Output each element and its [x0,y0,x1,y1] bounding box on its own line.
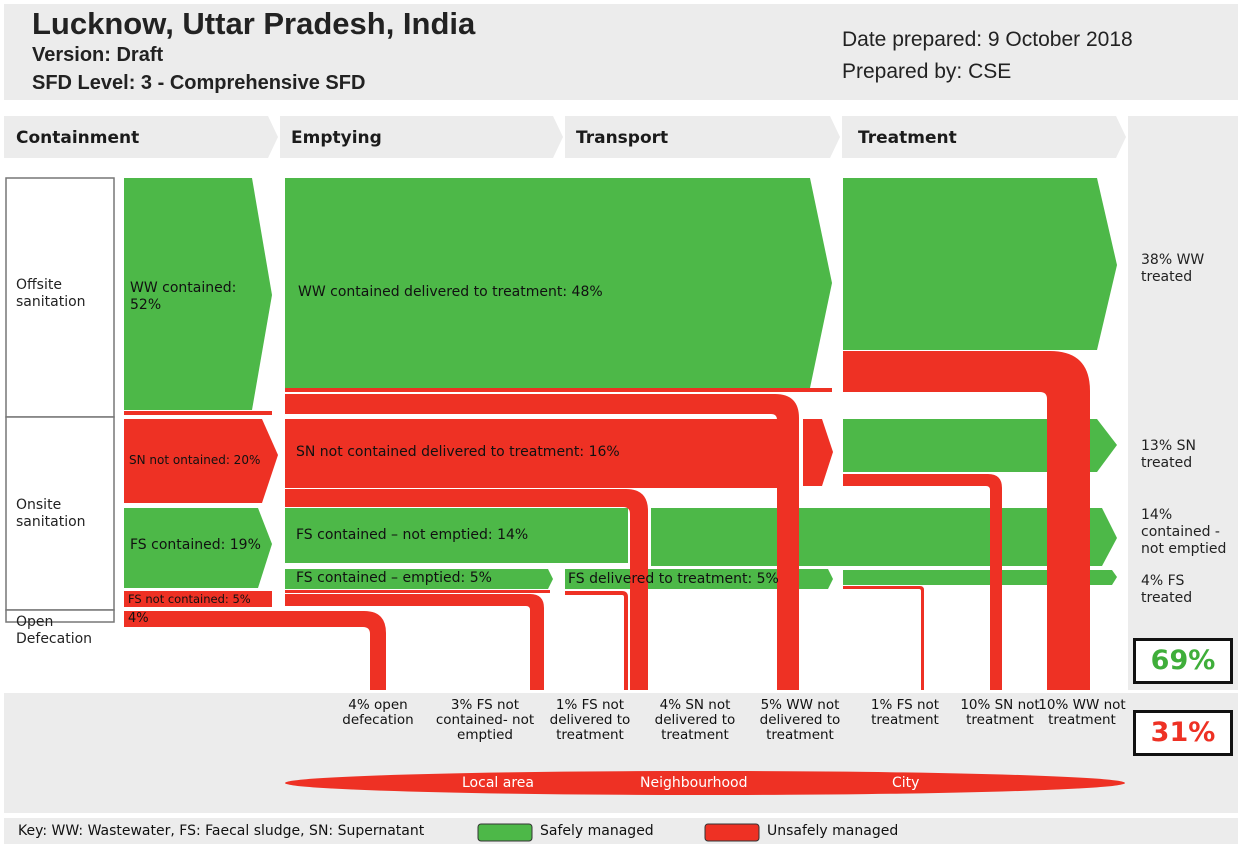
flow-fs-not-emptied-a [285,508,628,563]
unsafe-sn-not-treated: 10% SN not treatment [960,697,1040,728]
unsafe-sn-not-delivered: 4% SN not delivered to treatment [654,697,736,743]
unsafe-ww-not-delivered: 5% WW not delivered to treatment [759,697,841,743]
key-text: Key: WW: Wastewater, FS: Faecal sludge, … [18,823,425,839]
flow-sn-not-contained [124,419,278,503]
stage-emptying-chevron [280,116,563,158]
key-safe-swatch [477,823,533,842]
label-ww-contained: WW contained: 52% [130,280,237,313]
label-fs-emptied: FS contained – emptied: 5% [296,570,492,586]
stage-transport-chevron [565,116,840,158]
flow-fs-not-contained [124,591,272,607]
offsite-sanitation-label: Offsite sanitation [16,277,86,310]
flow-sn-delivered-arrow [803,419,833,486]
page-title: Lucknow, Uttar Pradesh, India [32,6,476,41]
unsafe-ww-not-treated: 10% WW not treatment [1038,697,1126,728]
label-fs-not-emptied: FS contained – not emptied: 14% [296,527,529,543]
flow-ww-delivered [285,178,832,388]
header-panel [4,4,1238,100]
unsafe-fs-not-delivered: 1% FS not delivered to treatment [549,697,631,743]
unsafe-fs-not-contained: 3% FS not contained- not emptied [435,697,535,743]
onsite-sanitation-box [5,416,115,611]
version-label: Version: Draft [32,44,164,66]
safe-outcomes-panel [1128,116,1238,690]
label-sn-not-contained: SN not ontained: 20% [129,453,261,467]
unsafe-fs-not-treated: 1% FS not treatment [870,697,940,728]
date-prepared: Date prepared: 9 October 2018 [842,28,1133,51]
outcome-fs-treated: 4% FS treated [1141,573,1193,606]
key-unsafe-label: Unsafely managed [767,823,899,839]
stage-containment: Containment [16,128,140,148]
flow-fs-emptied [285,569,553,589]
key-unsafe-swatch [704,823,760,842]
unsafe-total-box: 31% [1133,710,1233,756]
flow-fs-not-treated [843,586,924,690]
area-local: Local area [462,775,534,791]
stage-treatment-chevron [842,116,1126,158]
open-defecation-box [5,609,115,623]
flow-ww-leak-line [124,411,272,415]
outcome-contained-not-emptied: 14% contained - not emptied [1141,507,1227,557]
label-fs-contained: FS contained: 19% [130,537,261,553]
flow-ww-contained [124,178,272,410]
flow-sn-delivered [285,419,778,488]
area-band [285,771,1125,795]
flow-fs-emptied-leak [285,590,550,593]
offsite-sanitation-box [5,177,115,418]
stage-treatment: Treatment [858,128,957,148]
label-open-pct: 4% [128,611,149,626]
open-defecation-label: Open Defecation [16,614,93,647]
stage-transport: Transport [576,128,669,148]
area-neighbourhood: Neighbourhood [640,775,748,791]
stage-containment-chevron [4,116,278,158]
key-panel [4,818,1238,844]
label-ww-delivered: WW contained delivered to treatment: 48% [298,284,603,300]
flow-fs-not-delivered [565,591,628,690]
flow-ww-treated [843,178,1117,350]
onsite-sanitation-label: Onsite sanitation [16,497,86,530]
flow-ww-not-treated [843,351,1090,690]
area-city: City [892,775,920,791]
outcome-ww-treated: 38% WW treated [1141,252,1205,285]
flow-ww-leak-line-2 [285,388,832,392]
flow-fs-contained [124,508,272,588]
flow-open-defecation [124,611,386,690]
key-safe-label: Safely managed [540,823,654,839]
flow-fs-not-contained-empty [285,594,544,690]
stage-emptying: Emptying [291,128,382,148]
label-fs-delivered: FS delivered to treatment: 5% [568,571,779,587]
safe-total-box: 69% [1133,638,1233,684]
unsafe-open-defecation: 4% open defecation [342,697,414,728]
label-fs-not-contained: FS not contained: 5% [128,592,251,606]
prepared-by: Prepared by: CSE [842,60,1012,83]
label-sn-delivered: SN not contained delivered to treatment:… [296,444,620,460]
outcome-sn-treated: 13% SN treated [1141,438,1196,471]
sfd-level-label: SFD Level: 3 - Comprehensive SFD [32,72,366,94]
